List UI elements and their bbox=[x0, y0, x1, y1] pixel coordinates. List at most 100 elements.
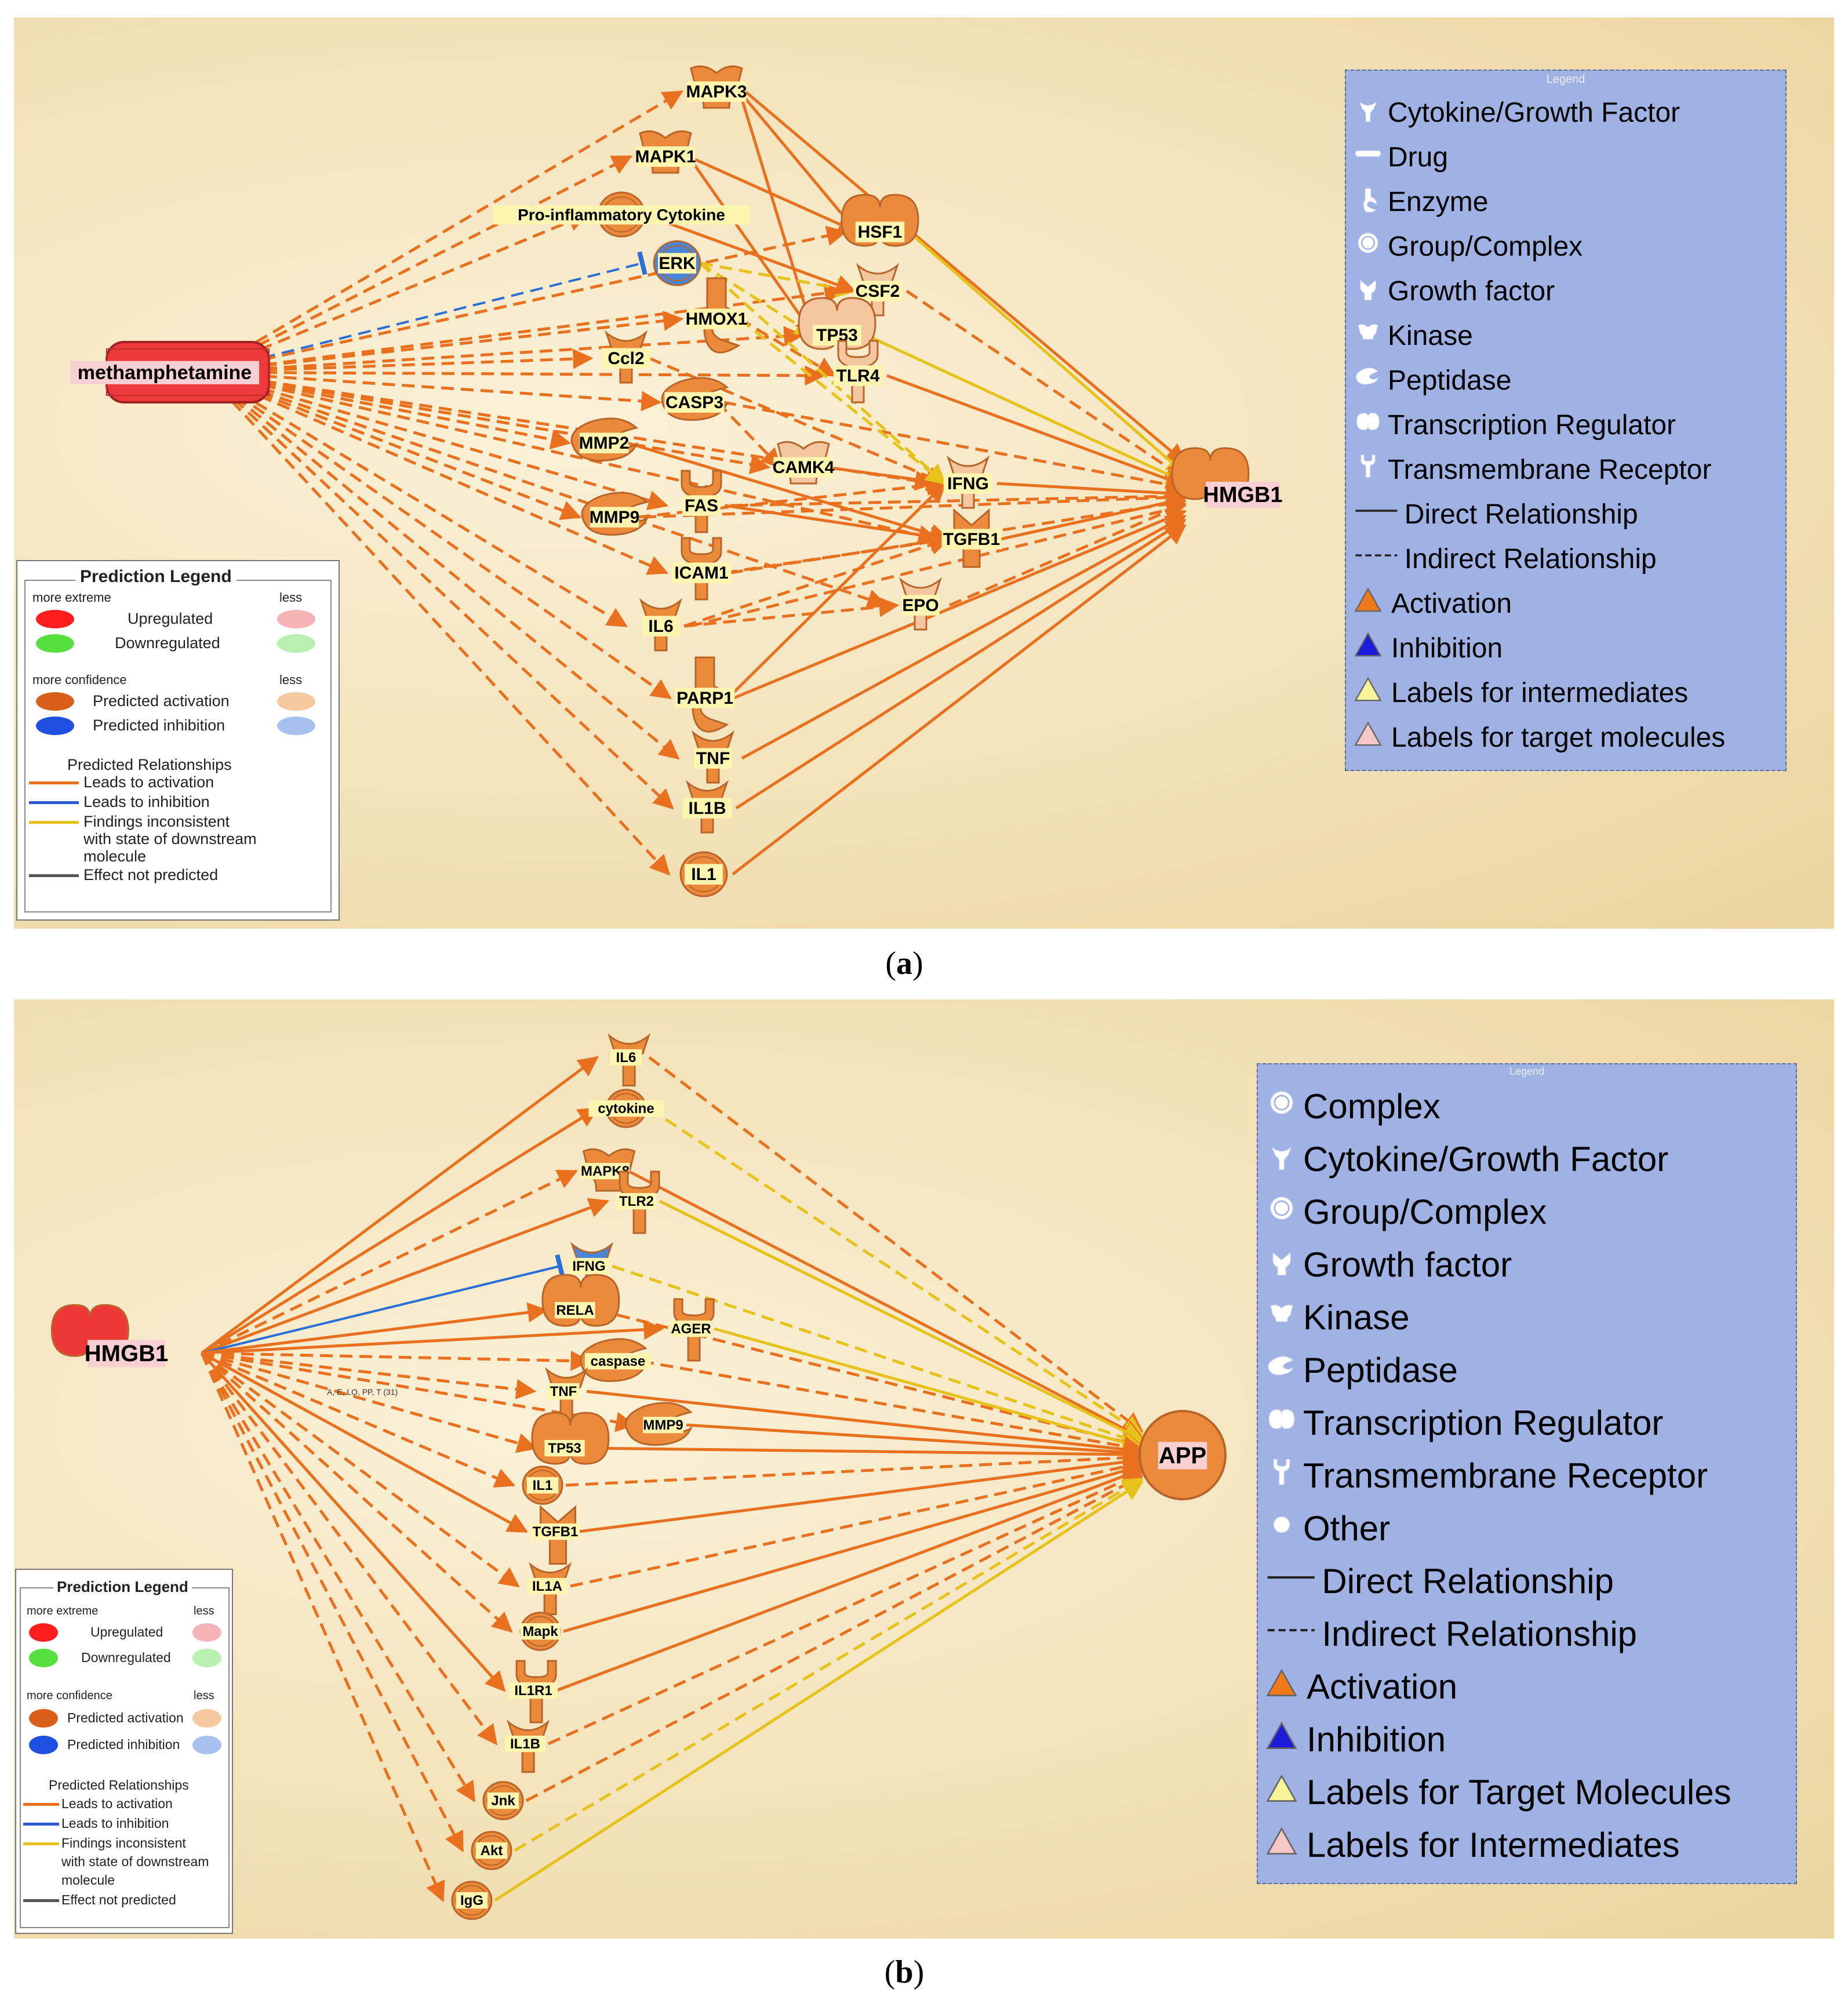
node-tnf[interactable]: TNF bbox=[691, 730, 735, 784]
legend-item-activation: Activation bbox=[1354, 586, 1512, 621]
prediction-legend-a: Prediction Legend more extreme less Upre… bbox=[16, 560, 340, 921]
node-tgfb1[interactable]: TGFB1 bbox=[941, 508, 1002, 568]
node-jnk[interactable]: Jnk bbox=[482, 1781, 524, 1820]
node-il6[interactable]: IL6 bbox=[639, 598, 683, 652]
node-il1b[interactable]: IL1B bbox=[505, 1719, 550, 1773]
legend-item-labels-for-intermediates: Labels for intermediates bbox=[1354, 675, 1688, 710]
node-mapk[interactable]: Mapk bbox=[519, 1612, 561, 1651]
legend-less-2: less bbox=[194, 1689, 214, 1702]
node-tgfb1[interactable]: TGFB1 bbox=[530, 1505, 580, 1565]
node-erk[interactable]: ERK bbox=[653, 240, 701, 286]
node-caspase[interactable]: caspase bbox=[580, 1338, 652, 1382]
node-methamphetamine[interactable]: methamphetamine bbox=[70, 341, 270, 403]
node-fas[interactable]: FAS bbox=[681, 470, 722, 533]
node-il1[interactable]: IL1 bbox=[522, 1466, 563, 1505]
node-hmgb1-target[interactable]: HMGB1 bbox=[1171, 447, 1283, 508]
node-igg[interactable]: IgG bbox=[451, 1881, 493, 1920]
node-camk4[interactable]: CAMK4 bbox=[773, 441, 835, 485]
node-il1b[interactable]: IL1B bbox=[682, 780, 732, 834]
node-mmp9[interactable]: MMP9 bbox=[625, 1402, 693, 1446]
legend-item-group-complex: Group/Complex bbox=[1354, 229, 1583, 264]
node-hmgb1-source[interactable]: HMGB1 bbox=[50, 1304, 168, 1368]
triangle-icon bbox=[1354, 586, 1382, 621]
node-tp53[interactable]: TP53 bbox=[531, 1412, 610, 1465]
legend-item-label: Growth factor bbox=[1303, 1245, 1512, 1284]
node-ager[interactable]: AGER bbox=[671, 1298, 715, 1362]
edge-hmgb1-cytokine bbox=[201, 1107, 599, 1355]
swatch-downregulated-less bbox=[277, 634, 315, 653]
legend-item-label: Labels for Intermediates bbox=[1307, 1826, 1680, 1864]
node-casp3[interactable]: CASP3 bbox=[661, 377, 729, 421]
node-mapk1[interactable]: MAPK1 bbox=[635, 130, 696, 174]
edge-il1-hmgb1 bbox=[732, 524, 1187, 875]
node-label-il6: IL6 bbox=[616, 1050, 636, 1066]
node-tlr4[interactable]: TLR4 bbox=[833, 340, 883, 403]
legend-item-label: Peptidase bbox=[1388, 365, 1512, 396]
node-csf2[interactable]: CSF2 bbox=[853, 263, 903, 317]
node-hmox1[interactable]: HMOX1 bbox=[686, 277, 748, 354]
node-tlr2[interactable]: TLR2 bbox=[616, 1170, 660, 1234]
transcription-icon bbox=[1354, 408, 1382, 442]
node-il6[interactable]: IL6 bbox=[607, 1033, 651, 1087]
edge-methamphetamine-mmp9 bbox=[205, 370, 582, 520]
edge-il1b-app bbox=[547, 1471, 1144, 1746]
line-findings-inconsistent bbox=[23, 1842, 59, 1845]
triangle-icon bbox=[1354, 631, 1382, 666]
node-ifng[interactable]: IFNG bbox=[569, 1242, 614, 1296]
node-app-target[interactable]: APP bbox=[1138, 1410, 1227, 1500]
node-ifng[interactable]: IFNG bbox=[943, 455, 993, 509]
node-hsf1[interactable]: HSF1 bbox=[841, 194, 919, 247]
node-il1[interactable]: IL1 bbox=[679, 851, 728, 897]
edge-hsf1-hmgb1 bbox=[908, 231, 1187, 475]
node-il1r1[interactable]: IL1R1 bbox=[508, 1660, 558, 1724]
node-mmp2[interactable]: MMP2 bbox=[570, 417, 639, 461]
node-icam1[interactable]: ICAM1 bbox=[671, 537, 732, 601]
edge-hmgb1-tnf bbox=[201, 1351, 537, 1399]
swatch-downregulated-less bbox=[192, 1649, 221, 1667]
node-label-bg bbox=[590, 507, 639, 528]
legend-item-kinase: Kinase bbox=[1266, 1297, 1409, 1337]
node-akt[interactable]: Akt bbox=[471, 1831, 512, 1870]
edge-hmgb1-jnk bbox=[200, 1352, 476, 1802]
node-label-ifng: IFNG bbox=[947, 474, 989, 493]
node-label-bg bbox=[682, 798, 732, 819]
node-cytokine[interactable]: cytokine bbox=[588, 1089, 664, 1128]
node-epo[interactable]: EPO bbox=[898, 577, 943, 631]
node-label-bg bbox=[88, 1340, 165, 1368]
node-ccl2[interactable]: Ccl2 bbox=[601, 330, 651, 384]
edge-mmp2-tgfb1 bbox=[627, 441, 951, 544]
edge-methamphetamine-csf2 bbox=[205, 283, 845, 374]
edge-ifng-hmgb1 bbox=[996, 482, 1187, 504]
node-label-bg bbox=[675, 688, 735, 708]
node-parp1[interactable]: PARP1 bbox=[675, 656, 735, 733]
node-tnf[interactable]: TNF bbox=[545, 1367, 588, 1421]
cytokine-icon bbox=[1354, 95, 1382, 130]
transcription-icon bbox=[1266, 1403, 1297, 1443]
edge-igg-app bbox=[494, 1480, 1144, 1902]
node-label-bg bbox=[643, 1416, 683, 1434]
node-il1a[interactable]: IL1A bbox=[527, 1562, 572, 1616]
node-pro-inflammatory-cytokine[interactable]: Pro-inflammatory Cytokine bbox=[493, 191, 750, 238]
node-label-mapk: Mapk bbox=[522, 1624, 558, 1639]
node-rela[interactable]: RELA bbox=[541, 1274, 620, 1327]
node-label-icam1: ICAM1 bbox=[674, 563, 728, 583]
node-label-casp3: CASP3 bbox=[665, 393, 723, 412]
node-mmp9[interactable]: MMP9 bbox=[581, 492, 649, 536]
node-label-bg bbox=[508, 1682, 558, 1699]
node-mapk3[interactable]: MAPK3 bbox=[686, 65, 747, 109]
line-leads-inhibition bbox=[29, 801, 79, 804]
node-label-bg bbox=[579, 432, 629, 453]
legend-downregulated: Downregulated bbox=[115, 634, 220, 652]
legend-item-group-complex: Group/Complex bbox=[1266, 1192, 1547, 1232]
node-tp53[interactable]: TP53 bbox=[798, 297, 876, 350]
line-effect-not-predicted bbox=[23, 1899, 59, 1902]
node-label-bg bbox=[773, 457, 834, 478]
node-label-bg bbox=[686, 308, 747, 329]
legend-item-label: Complex bbox=[1303, 1087, 1440, 1126]
swatch-upregulated bbox=[29, 1623, 58, 1642]
node-label-bg bbox=[475, 1842, 508, 1859]
legend-findings-2: with state of downstream bbox=[61, 1854, 209, 1869]
